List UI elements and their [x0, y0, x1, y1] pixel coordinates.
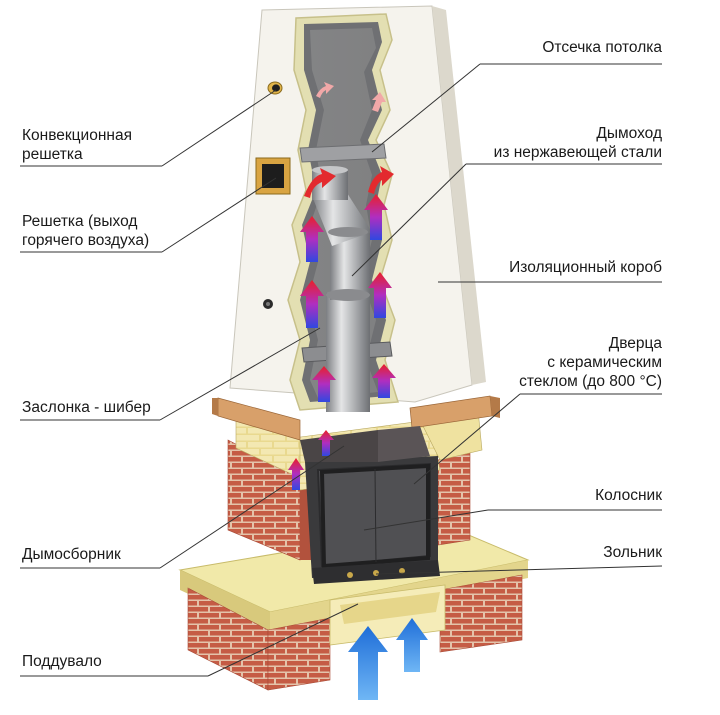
label-smoke-collector: Дымосборник: [22, 546, 121, 563]
fireplace-body: [212, 395, 500, 584]
label-hot-air-grille: Решетка (выход горячего воздуха): [22, 212, 149, 250]
leader-air: [207, 603, 359, 677]
leader-smoke: [159, 445, 345, 569]
convection-grille: [267, 81, 283, 95]
label-door-line3: стеклом (до 800 °С): [519, 373, 662, 390]
label-chimney-line1: Дымоход: [596, 125, 662, 142]
label-door: Дверца с керамическим стеклом (до 800 °С…: [519, 334, 662, 391]
label-chimney-line2: из нержавеющей стали: [493, 144, 662, 161]
label-ceiling-cutoff: Отсечка потолка: [542, 39, 662, 56]
leader-convection: [161, 89, 277, 167]
leader-ash: [375, 565, 663, 575]
label-convection-grille-line1: Конвекционная: [22, 127, 132, 144]
label-convection-grille-line2: решетка: [22, 146, 83, 163]
leader-damper: [159, 327, 321, 421]
hot-air-arrows: [288, 82, 396, 490]
cold-air-arrows: [348, 618, 428, 700]
label-air-intake: Поддувало: [22, 653, 102, 670]
label-door-line2: с керамическим: [547, 354, 662, 371]
ceiling-cutoff-plate: [299, 143, 387, 163]
chimney-pipe: [312, 166, 372, 412]
label-hot-air-grille-line1: Решетка (выход: [22, 213, 138, 230]
label-hot-air-grille-line2: горячего воздуха): [22, 232, 150, 249]
leader-ceiling-cutoff: [371, 63, 481, 153]
label-insulation-box: Изоляционный короб: [509, 259, 662, 276]
leader-door: [413, 393, 521, 485]
leader-hot-grille: [161, 177, 277, 253]
leader-chimney: [351, 163, 467, 277]
label-chimney: Дымоход из нержавеющей стали: [494, 124, 662, 162]
hot-air-grille: [255, 157, 291, 195]
label-ash-pan: Зольник: [603, 544, 662, 561]
label-damper: Заслонка - шибер: [22, 399, 151, 416]
box-knob: [263, 299, 273, 309]
leader-lines: [20, 63, 663, 677]
label-door-line1: Дверца: [608, 335, 662, 352]
label-grate: Колосник: [595, 487, 662, 504]
leader-grate: [363, 509, 489, 531]
label-convection-grille: Конвекционная решетка: [22, 126, 132, 164]
